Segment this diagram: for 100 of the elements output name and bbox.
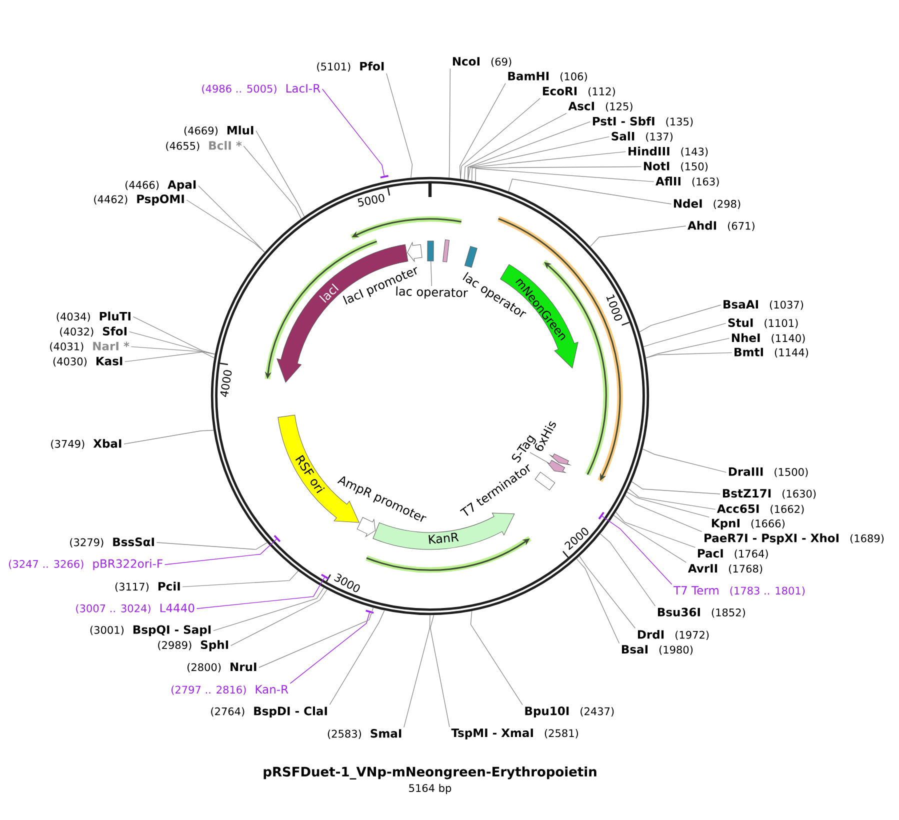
enzyme-label: Bsu36I (1852): [658, 608, 745, 618]
leader-line: [471, 166, 642, 182]
primer-label: (3247 .. 3266) pBR322ori-F: [9, 559, 162, 570]
leader-line: [128, 331, 216, 355]
leader-line: [600, 534, 656, 606]
enzyme-label: BmtI (1144): [734, 348, 808, 358]
leader-line: [230, 589, 328, 646]
leader-line: [182, 570, 298, 588]
enzyme-label: (4032) SfoI: [60, 326, 127, 337]
enzyme-label: (2989) SphI: [158, 640, 228, 652]
leader-line: [642, 448, 727, 473]
enzyme-label: EcoRI (112): [542, 86, 615, 97]
leader-line: [626, 492, 710, 518]
leader-line: [186, 200, 265, 253]
plasmid-name: pRSFDuet-1_VNp-mNeongreen-Erythropoietin: [264, 766, 596, 780]
leader-line: [322, 88, 385, 176]
enzyme-label: (4030) KasI: [53, 356, 122, 367]
enzyme-label: BsaAI (1037): [724, 300, 804, 310]
scale-label: 4000: [220, 370, 232, 397]
enzyme-label: Acc65I (1662): [716, 504, 804, 514]
leader-line: [256, 130, 305, 217]
primer-label: T7 Term (1783 .. 1801): [673, 586, 805, 596]
leader-line: [624, 495, 702, 532]
enzyme-label: BstZ17I (1630): [722, 489, 816, 499]
feature-box: [427, 240, 434, 262]
enzyme-label: (4462) PspOMI: [94, 194, 184, 206]
leader-line: [213, 587, 324, 632]
enzyme-label: NotI (150): [644, 162, 708, 172]
enzyme-label: PacI (1764): [698, 549, 768, 559]
enzyme-label: AvrII (1768): [688, 564, 762, 574]
enzyme-label: PstI - SbfI (135): [592, 116, 693, 127]
enzyme-label: (2583) SmaI: [328, 729, 402, 739]
primer-mark: [380, 175, 388, 178]
enzyme-label: HindIII (143): [628, 146, 708, 157]
leader-line: [475, 168, 654, 182]
leader-line: [156, 542, 268, 550]
enzyme-label: NheI (1140): [732, 333, 805, 344]
scale-label: 1000: [606, 294, 622, 321]
primer-mark: [321, 574, 329, 580]
leader-line: [628, 488, 716, 510]
plasmid-length: 5164 bp: [409, 784, 452, 794]
leader-line: [639, 304, 722, 332]
enzyme-label: StuI (1101): [728, 318, 798, 328]
enzyme-label: (3117) PciI: [115, 582, 180, 592]
plasmid-backbone: [210, 176, 650, 616]
leader-line: [329, 610, 385, 706]
leader-line: [243, 146, 302, 220]
leader-line: [196, 577, 325, 609]
leader-line: [643, 322, 726, 348]
primer-mark: [598, 512, 604, 520]
leader-line: [615, 512, 696, 548]
enzyme-label: NcoI (69): [452, 57, 512, 67]
enzyme-label: (2800) NruI: [188, 662, 256, 672]
leader-line: [132, 316, 216, 355]
scale-label: 5000: [358, 194, 384, 207]
leader-line: [631, 481, 721, 494]
enzyme-label: AhdI (671): [688, 220, 754, 232]
leader-line: [258, 607, 374, 668]
leader-line: [124, 430, 214, 444]
leader-line: [124, 352, 215, 362]
leader-line: [468, 121, 591, 181]
leader-line: [460, 98, 541, 180]
leader-line: [448, 68, 451, 178]
leader-line: [468, 136, 610, 181]
leader-line: [602, 516, 672, 585]
enzyme-label: (3279) BssSαI: [70, 538, 154, 548]
leader-line: [430, 260, 432, 286]
enzyme-label: (4031) NarI *: [50, 342, 130, 352]
enzyme-label: DrdI (1972): [638, 630, 709, 640]
leader-line: [460, 82, 506, 180]
enzyme-label: BsaI (1980): [622, 645, 693, 655]
leader-line: [645, 338, 730, 358]
leader-line: [645, 352, 732, 358]
enzyme-label: NdeI (298): [674, 198, 740, 210]
enzyme-label: BamHI (106): [508, 72, 587, 82]
enzyme-label: (5101) PfoI: [317, 62, 384, 72]
primer-mark: [274, 535, 281, 542]
primer-label: (2797 .. 2816) Kan-R: [172, 685, 288, 695]
leader-line: [468, 151, 626, 181]
leader-line: [198, 185, 265, 253]
primer-label: (3007 .. 3024) L4440: [76, 604, 194, 614]
enzyme-label: AscI (125): [568, 102, 632, 112]
enzyme-label: Bpu10I (2437): [525, 706, 614, 718]
enzyme-label: KpnI (1666): [712, 518, 785, 530]
leader-line: [386, 73, 413, 178]
enzyme-label: (4034) PluTI: [56, 312, 130, 322]
enzyme-label: (3749) XbaI: [51, 438, 122, 450]
tag-symbol: [546, 460, 566, 473]
enzyme-label: (3001) BspQI - SapI: [90, 625, 211, 636]
leader-line: [430, 614, 450, 728]
enzyme-label: (4655) BclI *: [166, 140, 242, 152]
leader-line: [164, 538, 277, 565]
leader-line: [290, 612, 370, 684]
enzyme-label: TspMI - XmaI (2581): [451, 728, 578, 740]
leader-line: [613, 514, 687, 563]
leader-line: [508, 178, 672, 204]
leader-line: [576, 558, 620, 644]
feature-box: [442, 239, 450, 262]
enzyme-label: (2764) BspDI - ClaI: [211, 706, 327, 718]
enzyme-label: PaeR7I - PspXI - XhoI (1689): [704, 533, 884, 545]
